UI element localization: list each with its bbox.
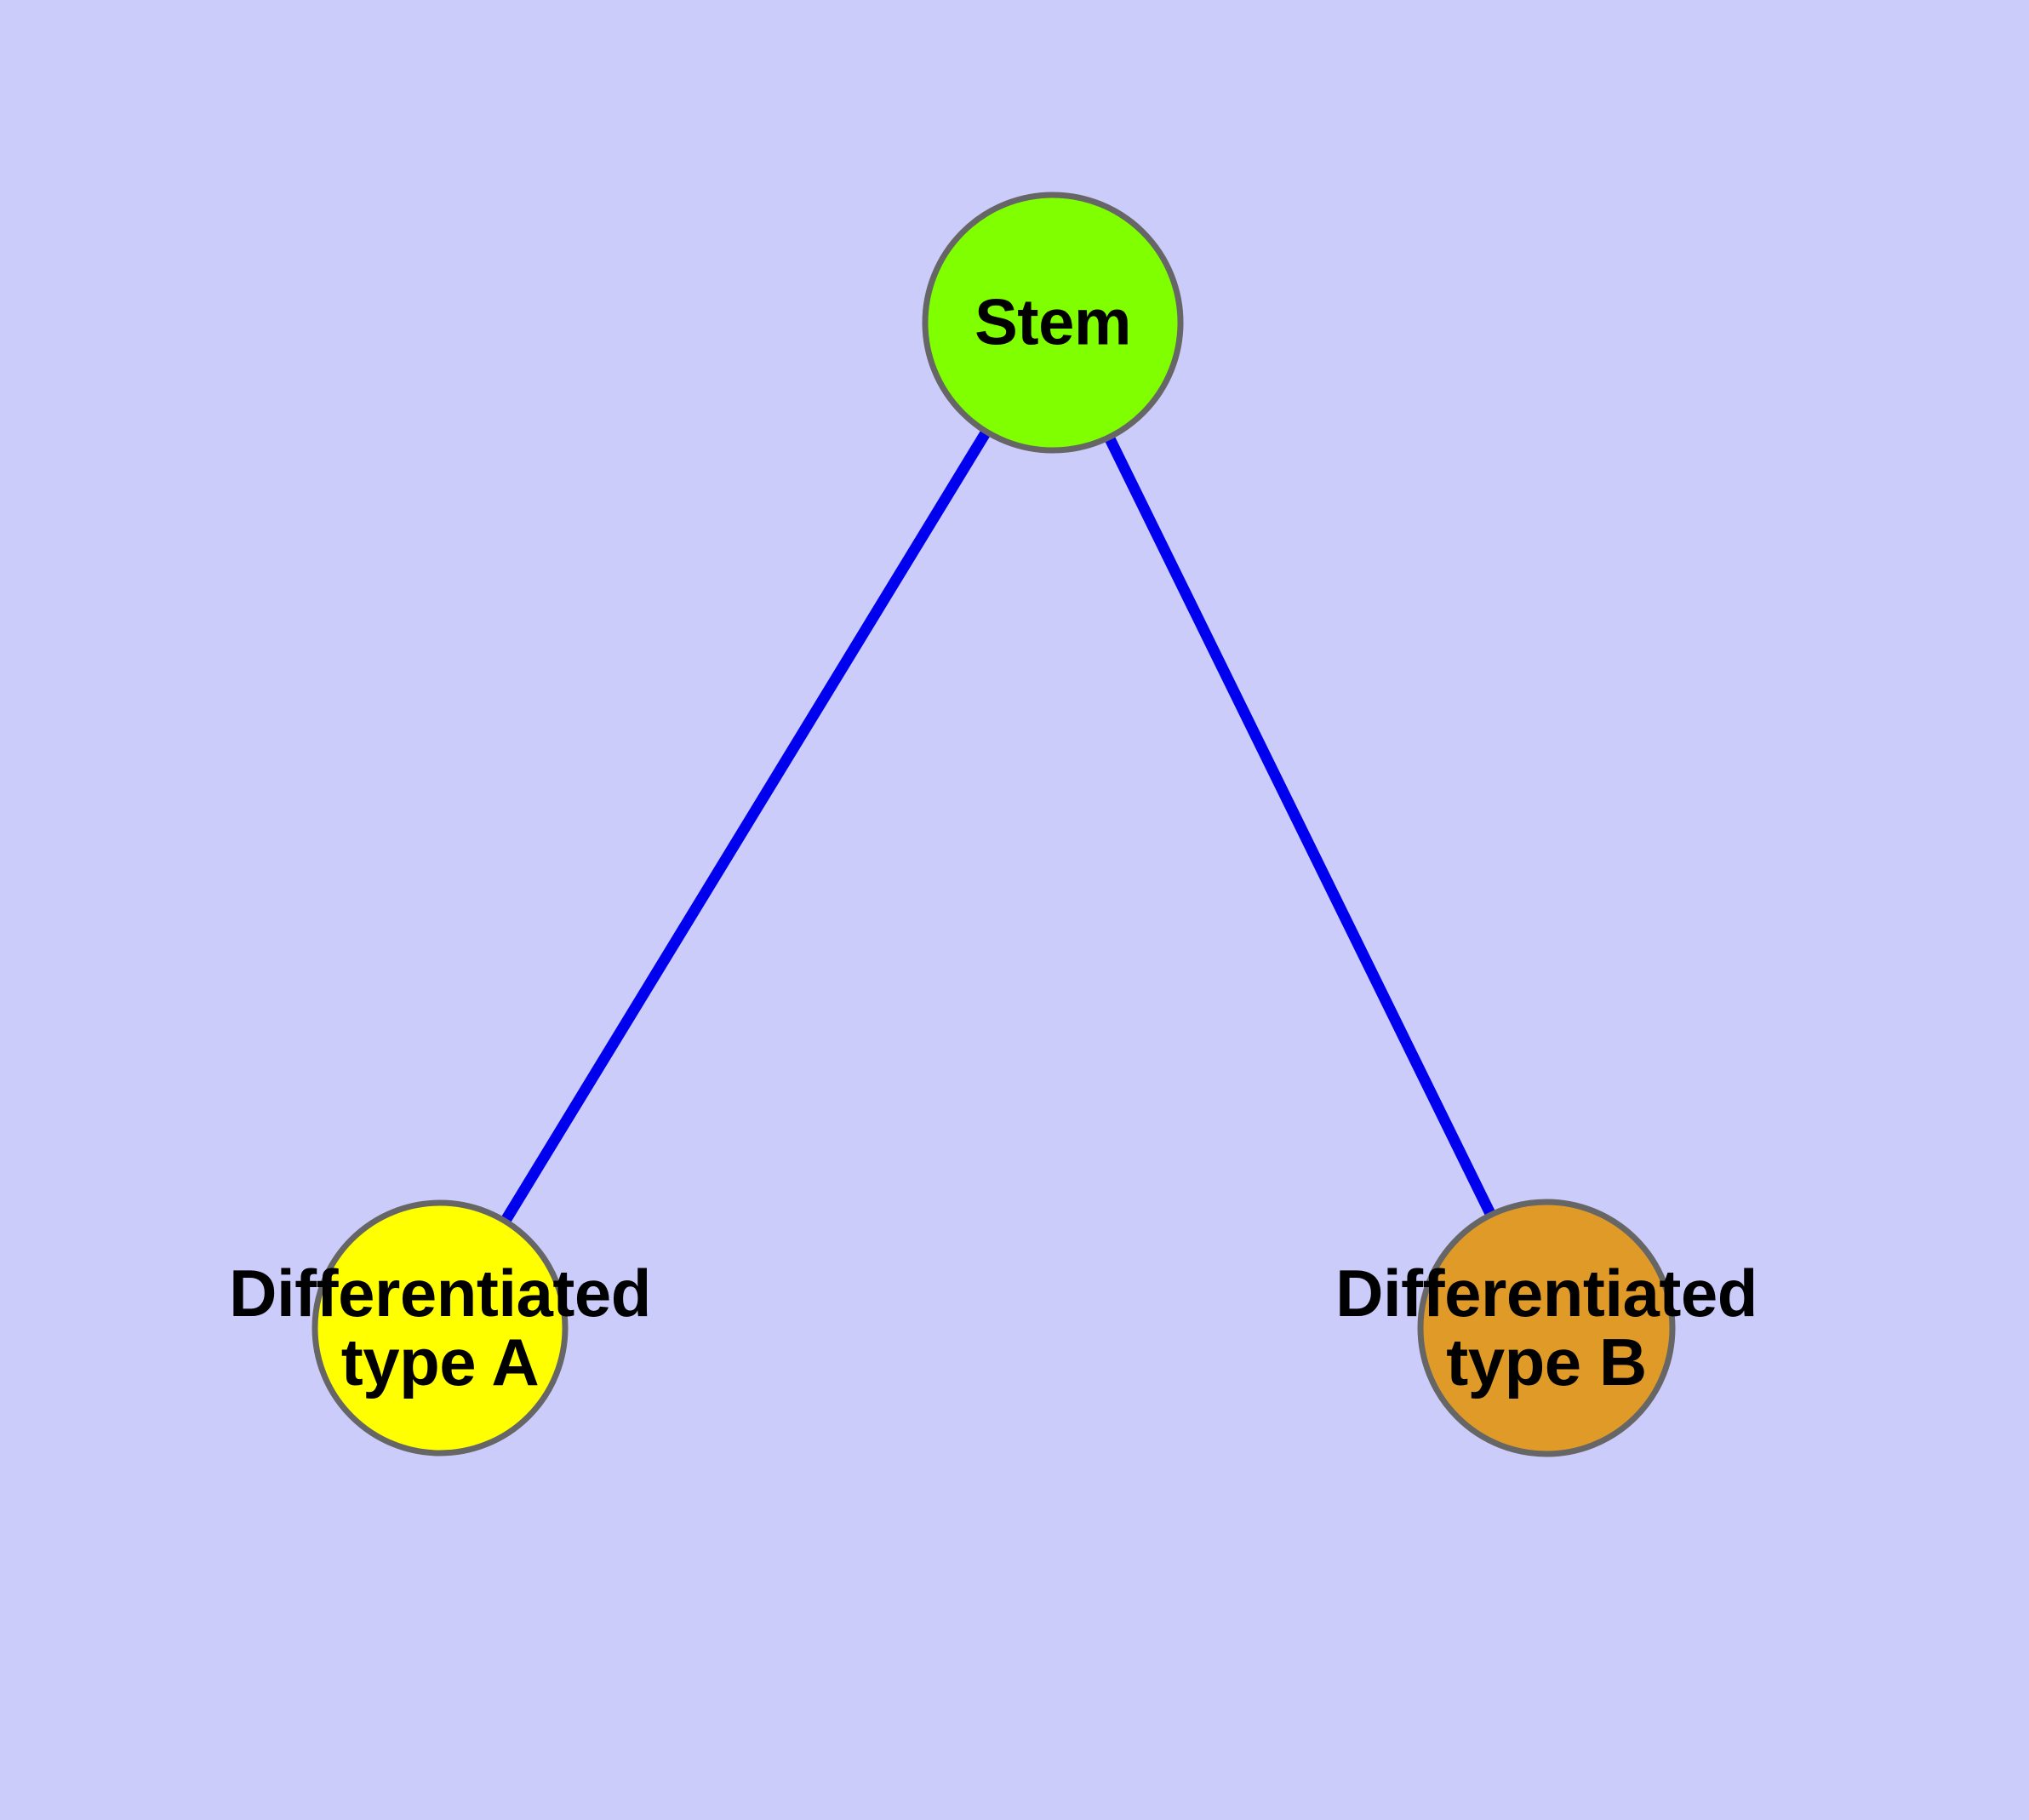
edge-layer: [498, 426, 1498, 1228]
graph-node-stem[interactable]: [922, 192, 1184, 454]
graph-node-diff_b[interactable]: [1417, 1199, 1676, 1457]
graph-node-diff_a[interactable]: [311, 1199, 569, 1457]
node-layer: [311, 192, 1676, 1457]
graph-edge[interactable]: [1102, 432, 1498, 1221]
graph-edge[interactable]: [498, 426, 993, 1228]
